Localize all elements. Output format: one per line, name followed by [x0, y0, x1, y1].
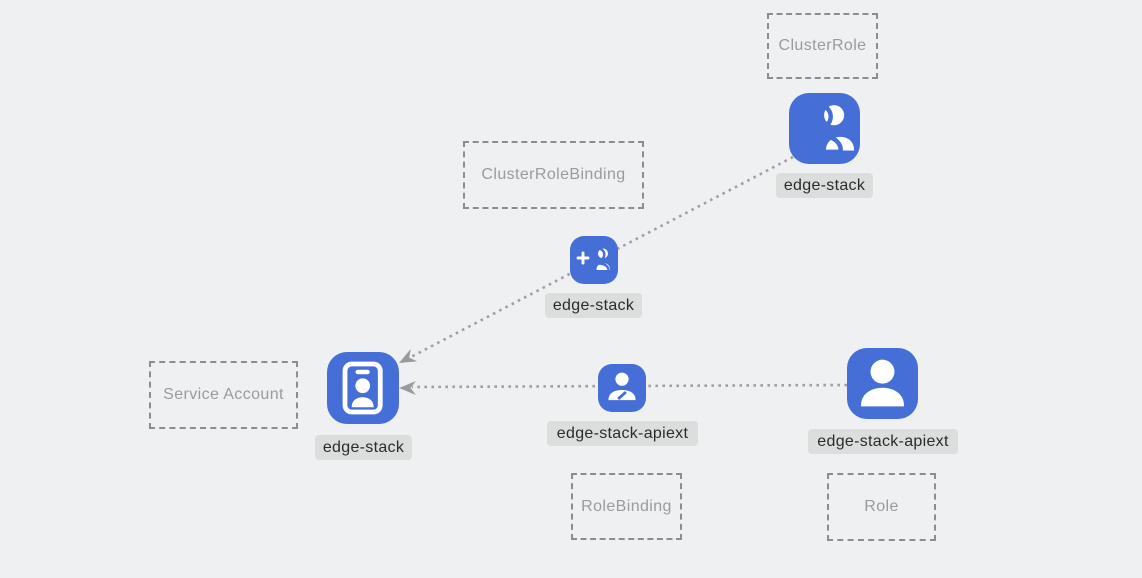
cluster-role-binding-node[interactable] [570, 236, 618, 284]
id-badge-icon [327, 352, 399, 424]
node-label-text: edge-stack [322, 438, 405, 456]
service-account-node-label: edge-stack [315, 435, 412, 460]
person-add-icon [570, 236, 618, 284]
type-box-role: Role [827, 473, 936, 541]
service-account-node[interactable] [327, 352, 399, 424]
cluster-role-binding-node-label: edge-stack [545, 293, 642, 318]
arrowhead-horizontal [399, 381, 416, 395]
type-box-label: ClusterRole [778, 37, 867, 54]
person-edit-icon [598, 364, 646, 412]
type-box-role-binding: RoleBinding [571, 473, 682, 540]
cluster-role-node-label: edge-stack [776, 173, 873, 198]
role-node-label: edge-stack-apiext [808, 429, 958, 454]
type-box-label: Role [864, 498, 899, 515]
type-box-service-account: Service Account [149, 361, 298, 429]
type-box-label: Service Account [163, 386, 284, 403]
type-box-cluster-role: ClusterRole [767, 13, 878, 79]
type-box-label: ClusterRoleBinding [481, 166, 626, 183]
node-label-text: edge-stack [783, 176, 866, 194]
role-node[interactable] [847, 348, 918, 419]
type-box-cluster-role-binding: ClusterRoleBinding [463, 141, 644, 209]
role-binding-node-label: edge-stack-apiext [547, 421, 698, 446]
arrowhead-diagonal [399, 348, 418, 363]
type-box-label: RoleBinding [581, 497, 672, 515]
people-icon [789, 93, 860, 164]
cluster-role-node[interactable] [789, 93, 860, 164]
role-binding-node[interactable] [598, 364, 646, 412]
clusterrole-to-serviceaccount-line [408, 155, 794, 360]
node-label-text: edge-stack-apiext [817, 432, 949, 450]
person-icon [847, 348, 918, 419]
node-label-text: edge-stack [552, 296, 635, 314]
node-label-text: edge-stack-apiext [556, 424, 689, 442]
